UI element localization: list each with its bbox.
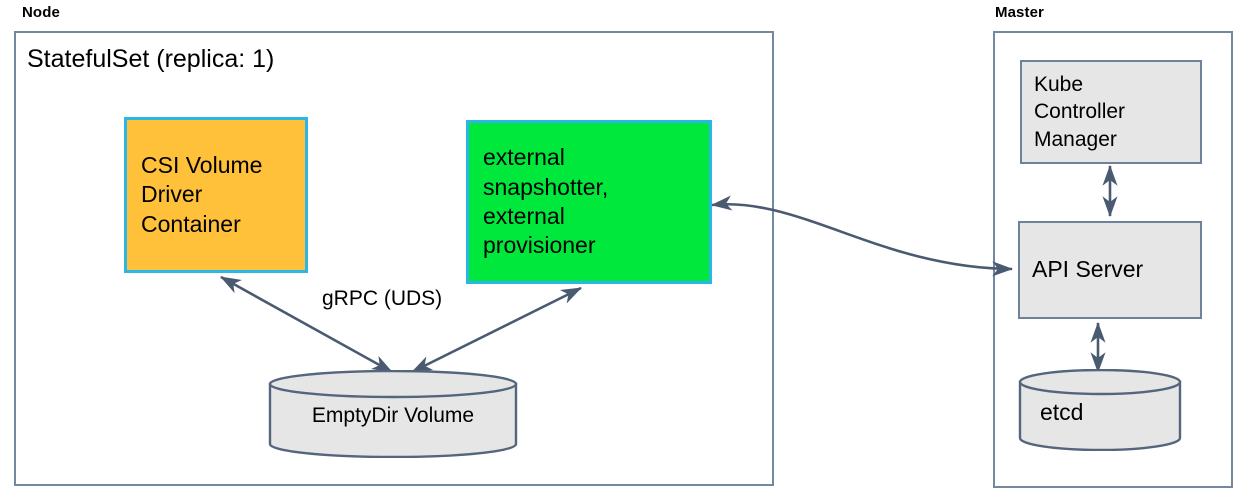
sidecar-line-3: external: [483, 203, 565, 229]
master-group-label: Master: [995, 4, 1044, 21]
sidecar-line-1: external: [483, 144, 565, 171]
api-server-box[interactable]: API Server: [1018, 221, 1202, 319]
node-group-label: Node: [22, 4, 60, 21]
api-server-label: API Server: [1032, 256, 1144, 283]
kcm-line-1: Kube: [1034, 73, 1084, 97]
kcm-line-2: Controller: [1034, 100, 1126, 124]
sidecar-line-2: snapshotter,: [483, 173, 609, 200]
emptydir-volume-cylinder[interactable]: EmptyDir Volume: [268, 369, 518, 459]
csi-line-1: CSI Volume: [141, 151, 263, 178]
statefulset-title: StatefulSet (replica: 1): [27, 45, 275, 73]
csi-line-3: Container: [141, 210, 241, 237]
sidecar-line-4: provisioner: [483, 232, 596, 259]
kcm-line-3: Manager: [1034, 127, 1117, 151]
grpc-edge-label: gRPC (UDS): [322, 287, 443, 310]
etcd-label: etcd: [1040, 399, 1084, 425]
csi-line-2: Driver: [141, 181, 203, 208]
csi-volume-driver-container-box[interactable]: CSI Volume Driver Container: [124, 117, 308, 273]
kube-controller-manager-box[interactable]: Kube Controller Manager: [1020, 60, 1202, 164]
emptydir-volume-label: EmptyDir Volume: [311, 404, 475, 427]
etcd-cylinder[interactable]: etcd: [1018, 368, 1182, 452]
external-sidecars-box[interactable]: external snapshotter, external provision…: [466, 120, 712, 284]
